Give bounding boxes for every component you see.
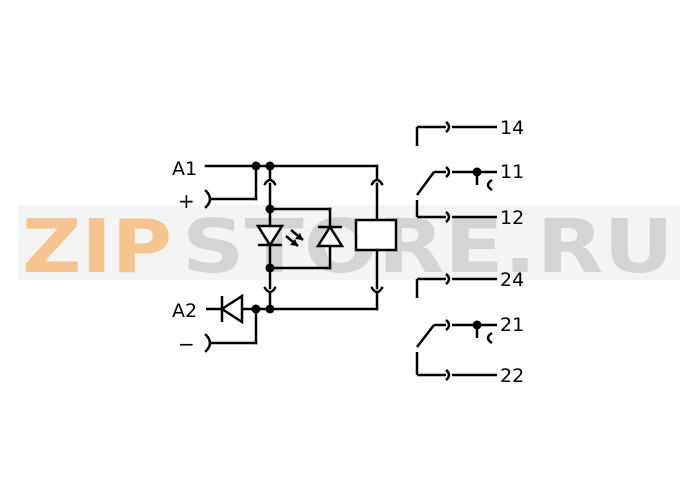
terminal-label-12: 12 xyxy=(500,207,524,229)
terminal-label-21: 21 xyxy=(500,314,524,336)
terminal-label-a2: A2 xyxy=(172,300,197,322)
contact-22-plug xyxy=(445,369,451,381)
junction-dot xyxy=(265,263,275,273)
led-triangle xyxy=(255,224,285,248)
right-top-socket xyxy=(370,178,384,186)
junction-dot xyxy=(251,161,261,171)
junctions xyxy=(251,161,275,314)
contact-24-plug xyxy=(445,273,451,285)
contact-21-socket xyxy=(486,331,493,345)
terminal-label-plus: + xyxy=(178,189,195,213)
terminal-label-24: 24 xyxy=(500,269,524,291)
led-arrowhead xyxy=(295,233,303,240)
diode-triangle xyxy=(315,224,345,248)
suppression-diode xyxy=(315,224,345,248)
watermark-text-zip: ZIP xyxy=(22,204,172,290)
terminal-label-14: 14 xyxy=(500,117,524,139)
junction-dot xyxy=(472,167,482,177)
contact-21-plug xyxy=(445,319,451,331)
terminal-label-a1: A1 xyxy=(172,158,197,180)
right-bottom-socket xyxy=(370,286,384,294)
contact-11-plug xyxy=(445,166,451,178)
bus-top-socket xyxy=(263,178,277,186)
contact-12-plug xyxy=(445,211,451,223)
watermark-text-store: STORE.RU xyxy=(182,204,674,290)
minus-socket xyxy=(204,333,212,353)
bus-bottom-socket xyxy=(263,286,277,294)
contact-14-plug xyxy=(445,121,451,133)
junction-dot xyxy=(265,204,275,214)
contact-11-socket xyxy=(486,178,493,192)
led-arrowheads xyxy=(290,233,303,246)
watermark-band xyxy=(18,205,680,280)
a2-diode xyxy=(206,293,256,325)
watermark: ZIP STORE.RU xyxy=(18,204,680,290)
contact-1-arm xyxy=(415,171,436,196)
junction-dot xyxy=(265,161,275,171)
relay-coil xyxy=(354,218,398,252)
contact-2-arm xyxy=(416,324,435,348)
led-symbol xyxy=(255,224,304,248)
plus-socket xyxy=(204,189,212,209)
terminal-label-minus: − xyxy=(178,332,195,356)
junction-dot xyxy=(265,304,275,314)
terminal-label-22: 22 xyxy=(500,365,524,387)
led-arrowhead xyxy=(290,239,298,246)
junction-dot xyxy=(472,320,482,330)
a2-diode-triangle xyxy=(219,293,244,325)
coil-circuit xyxy=(204,164,398,353)
terminal-label-11: 11 xyxy=(500,161,524,183)
